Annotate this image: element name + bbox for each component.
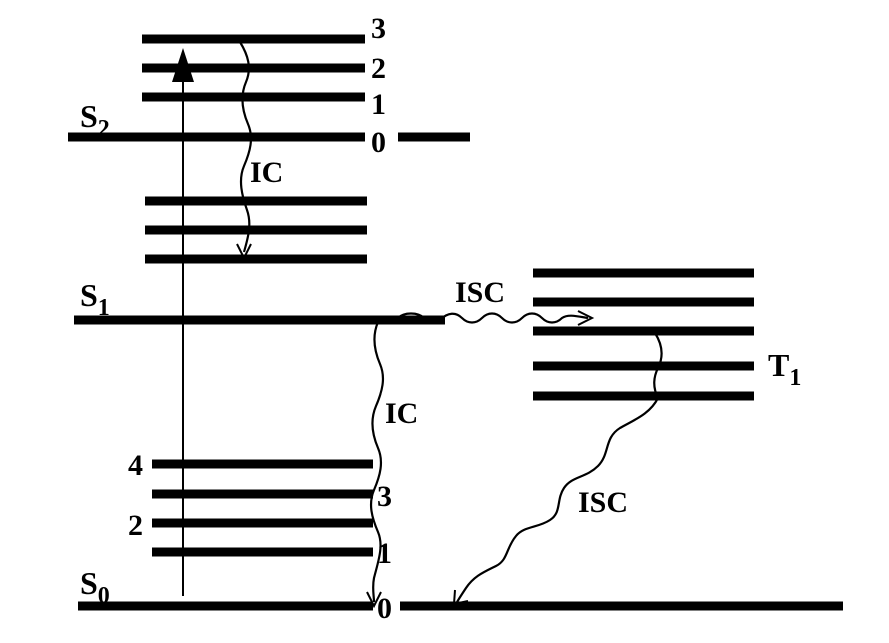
s2-state-sub: 2	[98, 116, 110, 142]
absorption-arrowhead	[172, 48, 194, 82]
s0-level-0-label: 0	[377, 592, 392, 625]
ic-lower-arrowhead	[366, 591, 382, 609]
t1-relaxation-wavy-line	[653, 332, 663, 399]
ic-lower-transition: IC	[366, 321, 418, 609]
s1-state-sub: 1	[98, 295, 110, 321]
s0-level-4-label: 4	[128, 449, 143, 482]
isc-s1-t1-wavy-line	[439, 312, 589, 324]
s2-level-0-label: 0	[371, 126, 386, 159]
s2-state-name: S	[80, 98, 98, 134]
ic-lower-wavy-line	[369, 321, 385, 603]
ic-upper-label: IC	[250, 156, 283, 189]
s2-level-2-label: 2	[371, 52, 386, 85]
s0-state-label: S0	[80, 565, 110, 609]
isc-s1-t1-label: ISC	[455, 276, 505, 309]
isc-t1-s0-wavy-line	[455, 397, 659, 605]
isc-s1-t1-arrowhead	[577, 310, 595, 326]
t1-group: T1	[533, 268, 801, 401]
s2-level-1-label: 1	[371, 88, 386, 121]
s2-level-3-label: 3	[371, 12, 386, 45]
s0-state-name: S	[80, 565, 98, 601]
s2-group: 3 2 1 0 S2	[68, 12, 470, 159]
t1-state-label: T1	[768, 347, 801, 391]
isc-s1-t1-transition: ISC	[397, 276, 595, 326]
isc-t1-s0-label: ISC	[578, 486, 628, 519]
t1-state-name: T	[768, 347, 789, 383]
absorption-arrow	[172, 48, 194, 596]
ic-upper-transition: IC	[236, 41, 283, 261]
isc-t1-s0-transition: ISC	[452, 332, 663, 606]
s1-group: S1	[74, 277, 445, 325]
s0-level-3-label: 3	[377, 480, 392, 513]
s1-state-label: S1	[80, 277, 110, 321]
s0-state-sub: 0	[98, 583, 110, 609]
isc-s1-t1-bump	[397, 312, 425, 319]
ic-lower-label: IC	[385, 397, 418, 430]
s1-vibrational-levels	[145, 196, 367, 264]
s0-group: 4 3 2 1 0 S0	[78, 449, 843, 625]
s1-state-name: S	[80, 277, 98, 313]
ic-upper-wavy-line	[239, 41, 253, 253]
s2-state-label: S2	[80, 98, 110, 142]
ic-upper-arrowhead	[236, 243, 252, 261]
t1-state-sub: 1	[789, 365, 801, 391]
s0-level-2-label: 2	[128, 509, 143, 542]
isc-t1-s0-arrowhead	[452, 589, 469, 606]
